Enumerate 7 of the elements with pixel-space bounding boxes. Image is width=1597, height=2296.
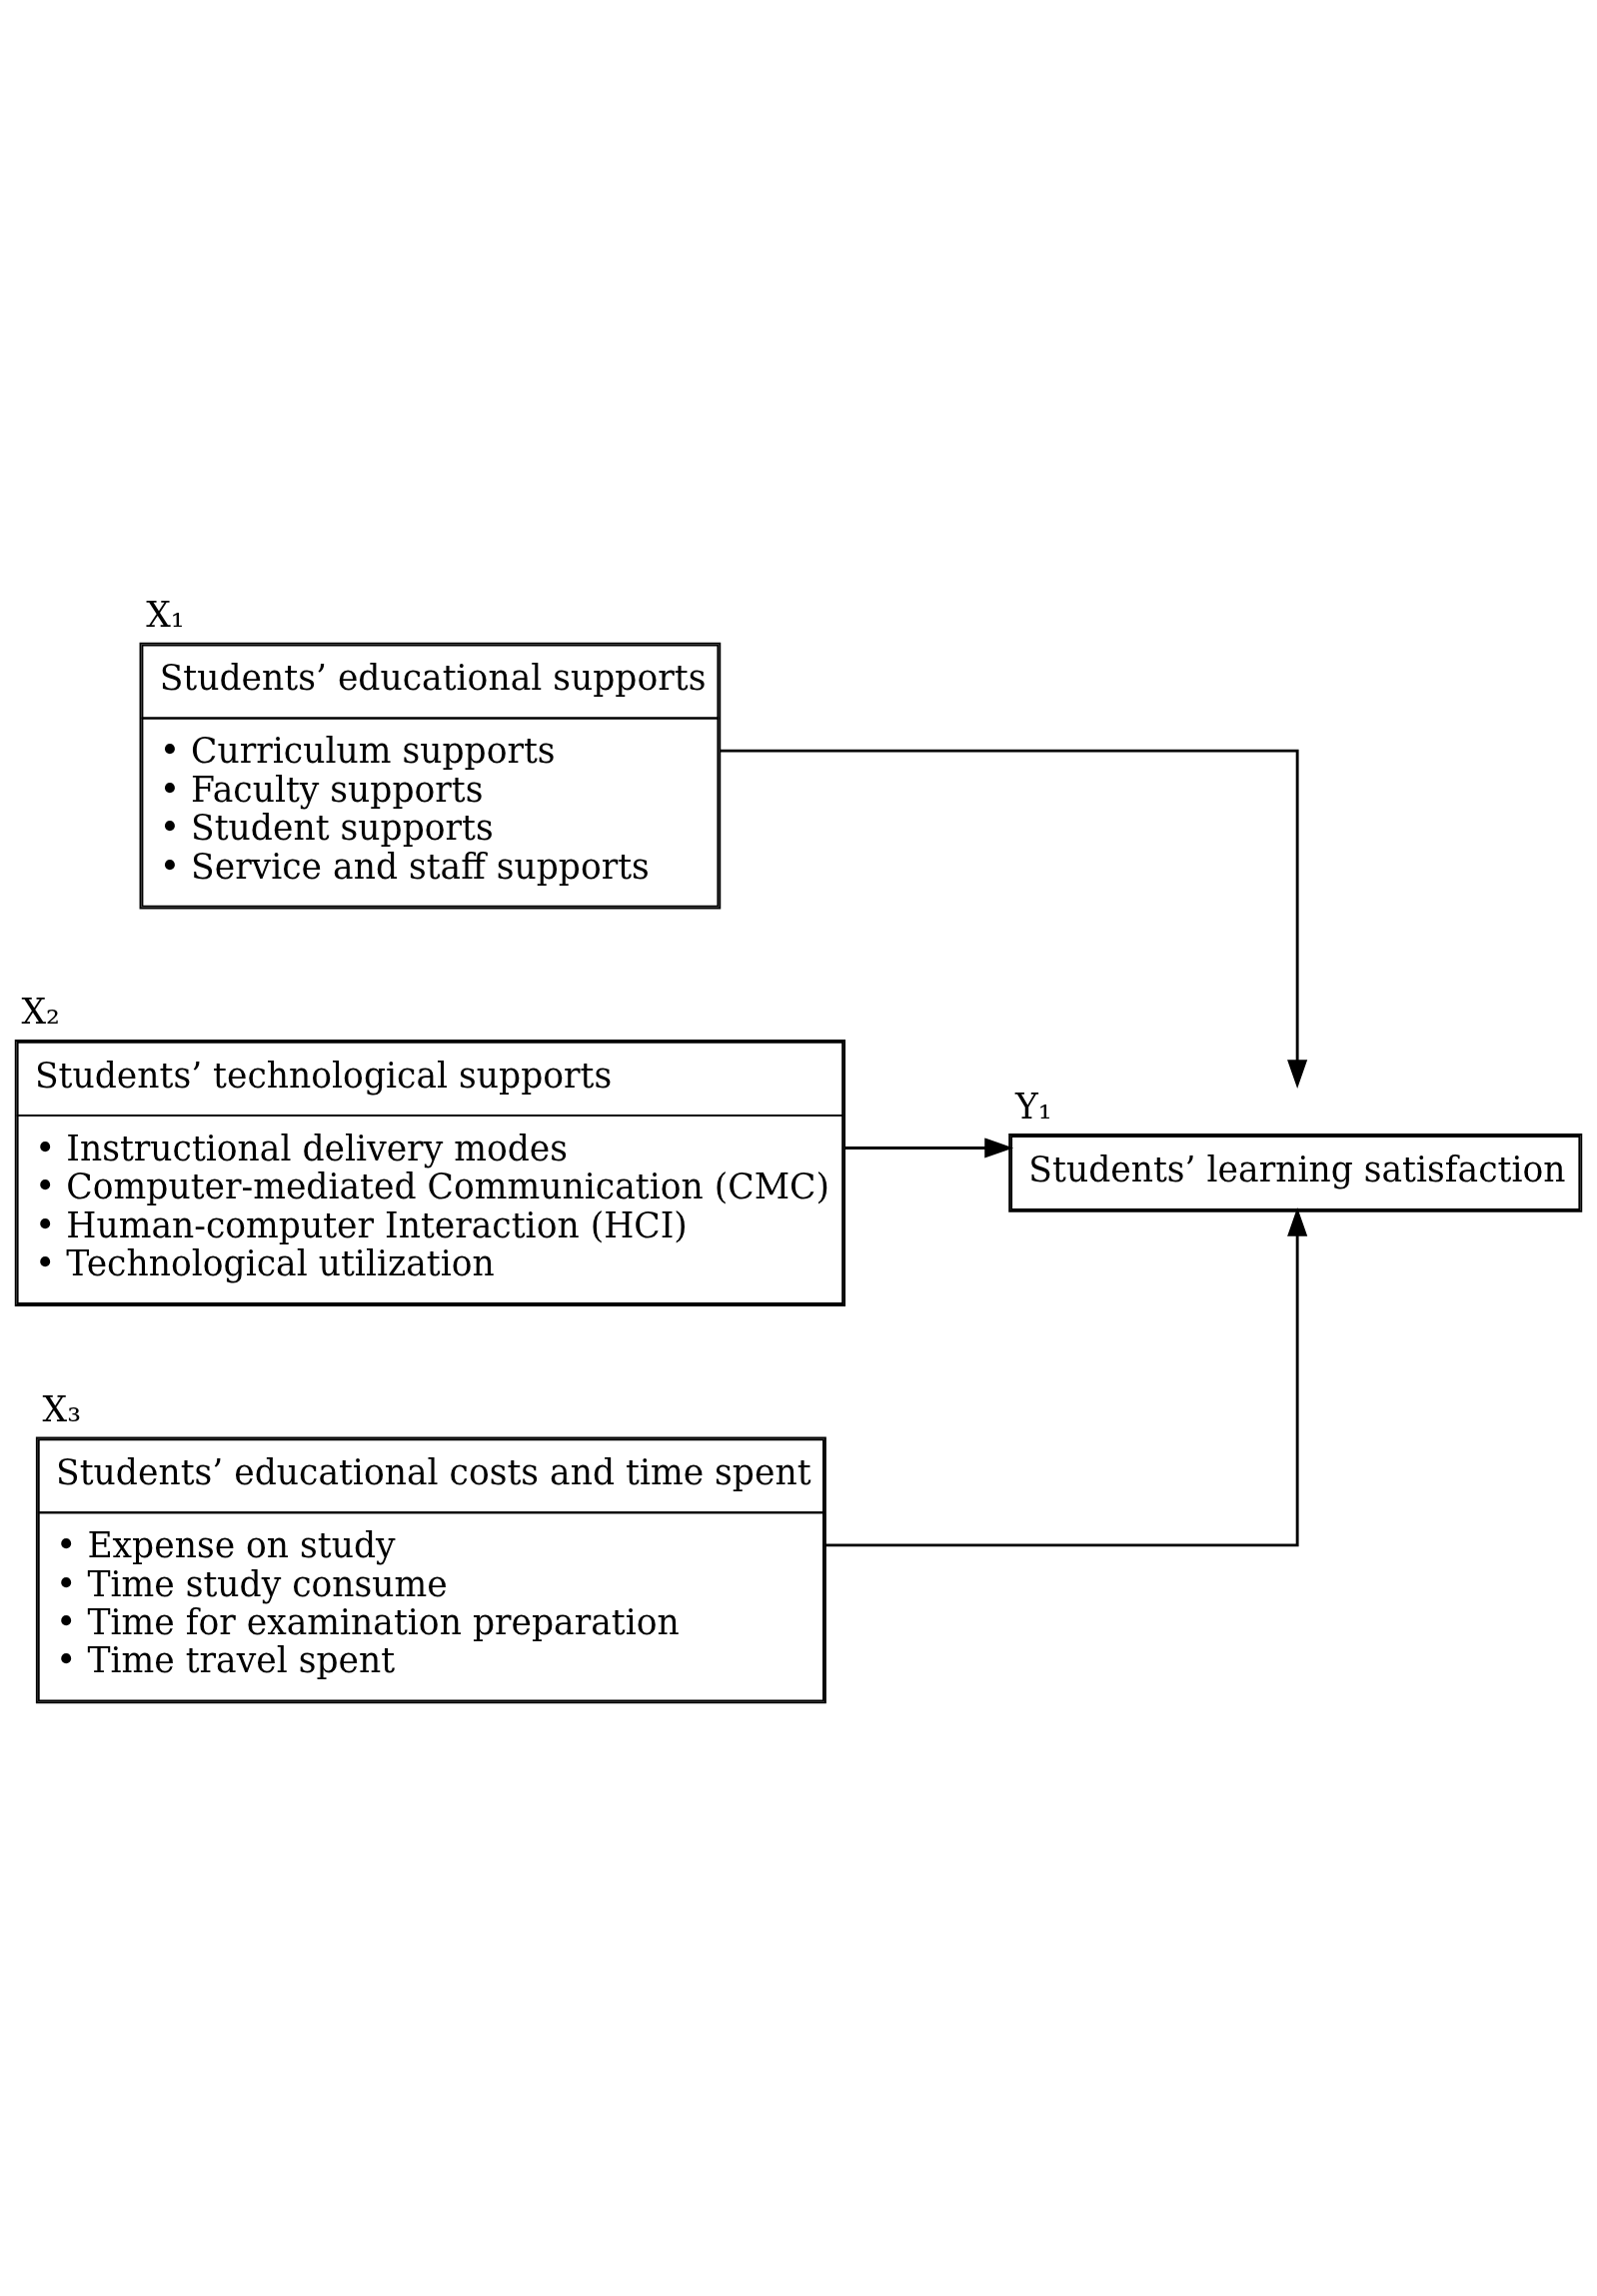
node-label: Y₁	[1014, 1086, 1052, 1127]
node-label: X₃	[42, 1388, 82, 1429]
arrow	[824, 1207, 1308, 1547]
arrow	[720, 749, 1308, 1089]
arrow	[844, 1138, 1014, 1158]
node-label: X₂	[21, 992, 60, 1033]
node-label: X₁	[146, 595, 185, 636]
